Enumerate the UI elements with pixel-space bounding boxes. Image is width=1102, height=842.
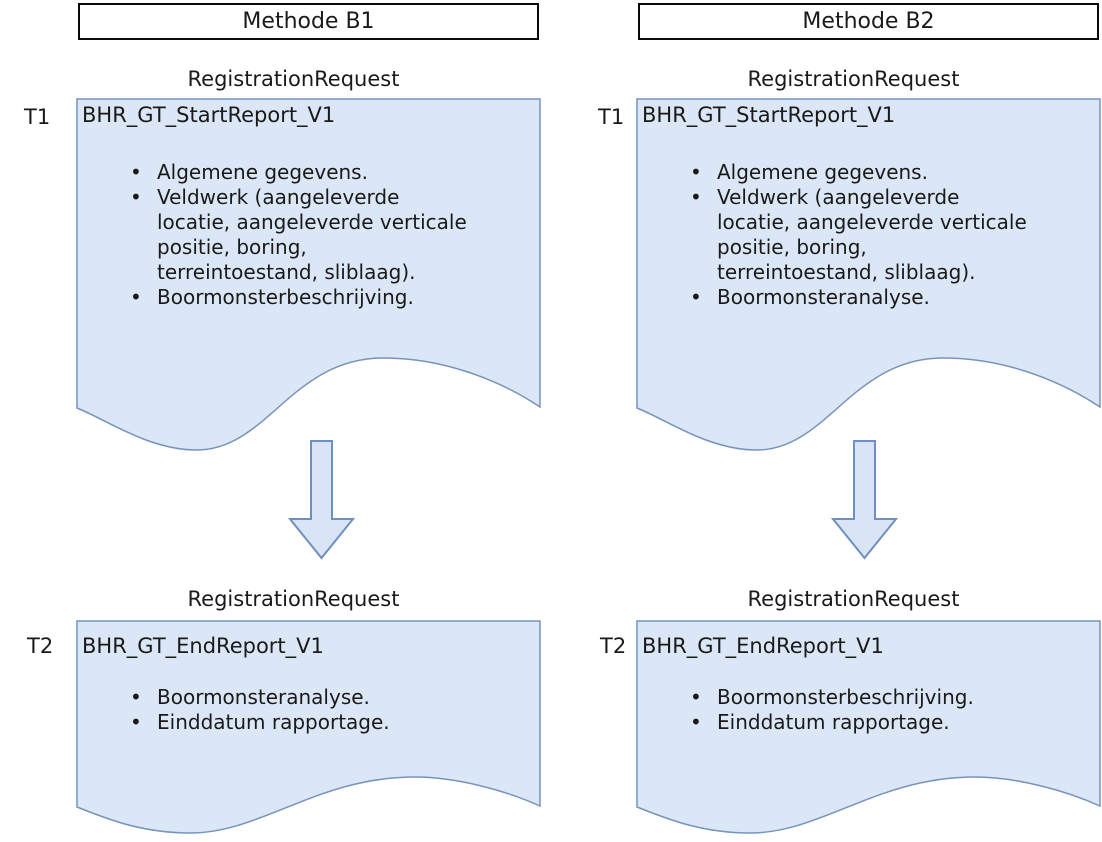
document-title: BHR_GT_EndReport_V1 xyxy=(642,634,884,658)
bullet-item: • Boormonsterbeschrijving. xyxy=(130,285,414,309)
bullet-item: • Boormonsteranalyse. xyxy=(130,685,370,709)
registration-request-label-b2-t2: RegistrationRequest xyxy=(747,587,960,611)
start-report-document-b1: BHR_GT_StartReport_V1 • Algemene gegeven… xyxy=(76,98,541,451)
document-shape-path xyxy=(76,98,541,451)
bullet-icon: • xyxy=(130,185,142,209)
method-column-b2: Methode B2 RegistrationRequest T1 BHR_GT… xyxy=(560,0,1101,842)
t2-label-b2: T2 xyxy=(600,634,627,658)
document-shape-path xyxy=(636,98,1101,451)
bullet-item: • Veldwerk (aangeleverde locatie, aangel… xyxy=(690,185,1027,284)
document-shape xyxy=(76,620,541,834)
bullet-item: • Algemene gegevens. xyxy=(130,160,368,184)
bullet-icon: • xyxy=(690,710,702,734)
bullet-icon: • xyxy=(130,685,142,709)
t1-label-b1: T1 xyxy=(24,105,51,129)
bullet-icon: • xyxy=(690,685,702,709)
t2-label-b1: T2 xyxy=(27,634,54,658)
bullet-item: • Einddatum rapportage. xyxy=(130,710,390,734)
bullet-item: • Veldwerk (aangeleverde locatie, aangel… xyxy=(130,185,467,284)
bullet-list: • Algemene gegevens. • Veldwerk (aangele… xyxy=(130,160,473,310)
bullet-icon: • xyxy=(130,710,142,734)
document-shape xyxy=(76,98,541,451)
document-shape-path xyxy=(76,620,541,834)
t1-label-b2: T1 xyxy=(598,105,625,129)
bullet-icon: • xyxy=(690,160,702,184)
end-report-document-b1: BHR_GT_EndReport_V1 • Boormonsteranalyse… xyxy=(76,620,541,835)
registration-request-label-b1-t2: RegistrationRequest xyxy=(187,587,400,611)
bullet-icon: • xyxy=(690,185,702,209)
bullet-item: • Boormonsterbeschrijving. xyxy=(690,685,974,709)
document-shape-path xyxy=(636,620,1101,834)
method-column-b1: Methode B1 RegistrationRequest T1 BHR_GT… xyxy=(0,0,541,842)
bullet-item: • Einddatum rapportage. xyxy=(690,710,950,734)
down-arrow-path xyxy=(830,440,899,560)
down-arrow-icon xyxy=(287,440,356,560)
document-shape xyxy=(636,620,1101,834)
bullet-icon: • xyxy=(690,285,702,309)
method-b1-header-box: Methode B1 xyxy=(78,3,539,40)
bullet-list: • Boormonsterbeschrijving. • Einddatum r… xyxy=(690,685,1033,735)
bullet-icon: • xyxy=(130,160,142,184)
bullet-item: • Boormonsteranalyse. xyxy=(690,285,930,309)
method-b1-header-label: Methode B1 xyxy=(242,9,375,34)
document-shape xyxy=(636,98,1101,451)
registration-request-label-b1-t1: RegistrationRequest xyxy=(187,67,400,91)
bullet-icon: • xyxy=(130,285,142,309)
document-title: BHR_GT_EndReport_V1 xyxy=(82,634,324,658)
registration-request-label-b2-t1: RegistrationRequest xyxy=(747,67,960,91)
document-title: BHR_GT_StartReport_V1 xyxy=(82,103,336,127)
down-arrow-path xyxy=(287,440,356,560)
down-arrow-icon xyxy=(830,440,899,560)
start-report-document-b2: BHR_GT_StartReport_V1 • Algemene gegeven… xyxy=(636,98,1101,451)
bullet-list: • Algemene gegevens. • Veldwerk (aangele… xyxy=(690,160,1033,310)
end-report-document-b2: BHR_GT_EndReport_V1 • Boormonsterbeschri… xyxy=(636,620,1101,835)
method-b2-header-label: Methode B2 xyxy=(802,9,935,34)
bullet-list: • Boormonsteranalyse. • Einddatum rappor… xyxy=(130,685,473,735)
document-title: BHR_GT_StartReport_V1 xyxy=(642,103,896,127)
method-b2-header-box: Methode B2 xyxy=(638,3,1099,40)
bullet-item: • Algemene gegevens. xyxy=(690,160,928,184)
